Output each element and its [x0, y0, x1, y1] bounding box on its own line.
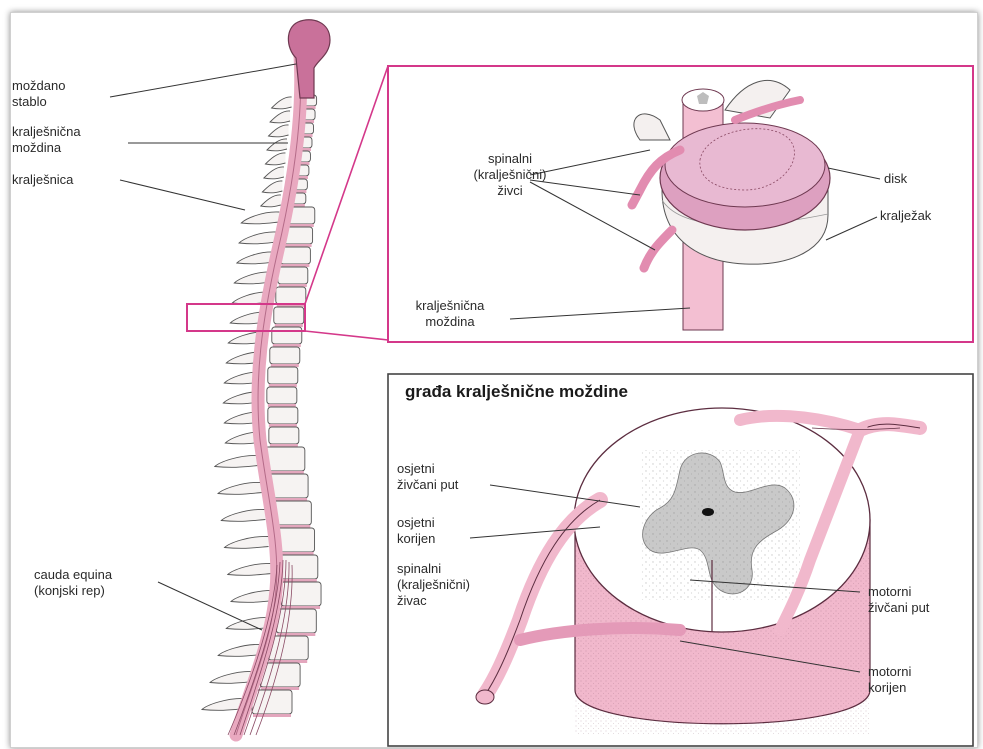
label-spinal-nerve: spinalni (kralješnični) živac: [397, 561, 470, 609]
spinous-process: [228, 563, 272, 575]
spinous-process: [218, 482, 262, 494]
spinous-process: [221, 509, 265, 521]
vertebral-body: [272, 327, 302, 344]
spinous-process: [265, 153, 285, 165]
spinous-process: [262, 181, 282, 193]
spinous-process: [261, 195, 281, 207]
vertebral-body: [268, 367, 298, 384]
label-spinal-cord-panel: kralješnična moždina: [400, 298, 500, 330]
label-vertebra: kralježak: [880, 208, 931, 224]
vertebral-body: [260, 663, 300, 687]
spinous-process: [264, 167, 284, 179]
spinous-process: [269, 125, 289, 137]
vertebral-body: [265, 447, 305, 471]
spinous-process: [267, 139, 287, 151]
label-cauda-equina: cauda equina (konjski rep): [34, 567, 112, 599]
label-motor-root: motorni korijen: [868, 664, 911, 696]
vertebral-body: [274, 307, 304, 324]
spinous-process: [241, 212, 279, 224]
vertebral-body: [270, 347, 300, 364]
vertebral-body: [280, 247, 310, 264]
vertebral-body: [268, 407, 298, 424]
spinous-process: [218, 644, 262, 656]
spinous-process: [239, 232, 277, 244]
spinous-process: [215, 455, 259, 467]
spine-illustration: [187, 20, 388, 735]
spinous-process: [272, 97, 292, 109]
vertebral-body: [278, 267, 308, 284]
intervertebral-disc: [253, 714, 291, 717]
vertebral-body: [281, 582, 321, 606]
label-motor-tract: motorni živčani put: [868, 584, 929, 616]
vertebral-body: [276, 609, 316, 633]
spinous-process: [225, 536, 269, 548]
label-sensory-root: osjetni korijen: [397, 515, 435, 547]
spinous-process: [270, 111, 290, 123]
vertebral-body: [278, 555, 318, 579]
label-brainstem: moždano stablo: [12, 78, 65, 110]
vertebral-body: [276, 287, 306, 304]
label-sensory-tract: osjetni živčani put: [397, 461, 458, 493]
cross-section-title: građa kralješnične moždine: [405, 382, 628, 402]
vertebral-body: [267, 387, 297, 404]
label-spine: kralješnica: [12, 172, 73, 188]
vertebral-body: [269, 427, 299, 444]
label-spinal-nerves: spinalni (kralješnični) živci: [455, 151, 565, 199]
label-spinal-cord-left: kralješnična moždina: [12, 124, 81, 156]
label-disc: disk: [884, 171, 907, 187]
